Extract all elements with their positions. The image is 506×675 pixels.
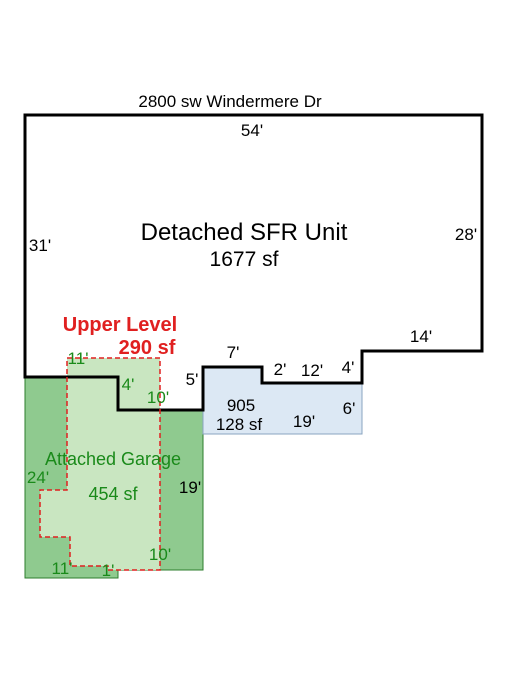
dim-step-4-right: 4' bbox=[342, 358, 355, 377]
garage-area-label: 454 sf bbox=[88, 484, 138, 504]
dim-step-5: 5' bbox=[186, 370, 199, 389]
dim-top: 54' bbox=[241, 121, 263, 140]
upper-level-name: Upper Level bbox=[63, 314, 177, 336]
garage-dim-bottom-1: 1' bbox=[102, 561, 115, 580]
garage-dim-bottom-10: 10' bbox=[149, 545, 171, 564]
upper-level-outline bbox=[39, 357, 161, 571]
address-label: 2800 sw Windermere Dr bbox=[138, 92, 322, 111]
garage-dim-right: 19' bbox=[179, 478, 201, 497]
dim-right: 28' bbox=[455, 225, 477, 244]
upper-level-area-label: 290 sf bbox=[119, 337, 176, 359]
dim-step-11-top: 11' bbox=[68, 349, 89, 368]
main-unit-name: Detached SFR Unit bbox=[141, 219, 348, 246]
dim-step-14: 14' bbox=[410, 327, 432, 346]
dim-step-10: 10' bbox=[147, 388, 169, 407]
garage-dim-bottom-11: 11' bbox=[52, 559, 73, 578]
dim-step-12: 12' bbox=[301, 361, 323, 380]
addition-dim-bottom: 19' bbox=[293, 412, 315, 431]
dim-step-2: 2' bbox=[274, 360, 287, 379]
addition-area-label: 128 sf bbox=[216, 415, 263, 434]
addition-name: 905 bbox=[227, 396, 255, 415]
dim-step-4-left: 4' bbox=[122, 375, 135, 394]
dim-step-7: 7' bbox=[227, 343, 240, 362]
main-unit-area: 1677 sf bbox=[210, 248, 279, 271]
garage-dim-left: 24' bbox=[27, 468, 49, 487]
addition-dim-right: 6' bbox=[343, 399, 356, 418]
dim-left: 31' bbox=[29, 236, 51, 255]
garage-name: Attached Garage bbox=[45, 449, 181, 469]
main-unit-outline bbox=[23, 113, 484, 412]
